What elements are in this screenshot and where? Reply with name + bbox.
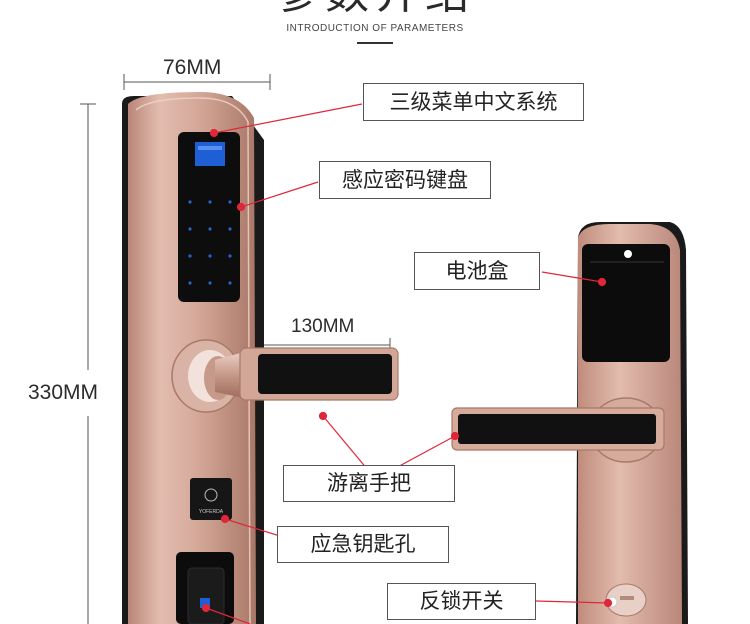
lcd-screen: [195, 142, 225, 166]
battery-box: [582, 244, 670, 362]
label-keypad: 感应密码键盘: [319, 161, 491, 199]
keyhole-cover: [190, 478, 232, 520]
brand-logo: YOFERDA: [199, 509, 224, 515]
label-handle: 游离手把: [283, 465, 455, 502]
label-battery: 电池盒: [414, 252, 540, 290]
callout-lines: [201, 103, 613, 624]
page-title: 参数介绍: [0, 0, 750, 16]
width-dimension: 76MM: [163, 56, 222, 79]
label-keyhole: 应急钥匙孔: [277, 526, 449, 563]
keypad-panel: [178, 132, 240, 302]
page-subtitle: INTRODUCTION OF PARAMETERS: [286, 23, 464, 34]
height-dimension: 330MM: [28, 381, 99, 404]
handle-dimension: 130MM: [291, 316, 355, 337]
label-menu: 三级菜单中文系统: [363, 83, 584, 121]
keypad-dots: [188, 200, 232, 285]
title-underline: [357, 42, 393, 44]
label-deadlock: 反锁开关: [387, 583, 536, 620]
